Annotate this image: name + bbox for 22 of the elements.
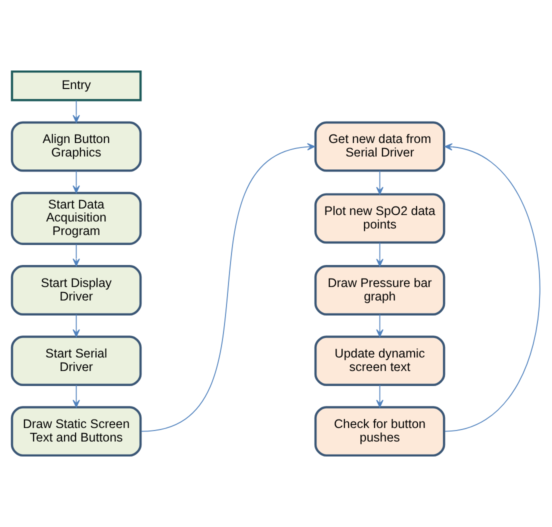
node-box: Start Data Acquisition Program: [10, 192, 142, 245]
node-box: Draw Static Screen Text and Buttons: [10, 406, 142, 457]
arrow: [72, 384, 80, 408]
arrow: [376, 170, 384, 195]
arrow: [72, 170, 80, 194]
node-box: Get new data from Serial Driver: [314, 121, 446, 172]
node-box: Entry: [10, 70, 142, 102]
node-box: Start Serial Driver: [10, 336, 142, 386]
arrow: [444, 143, 540, 432]
arrow: [72, 244, 80, 266]
node-box: Plot new SpO2 data points: [314, 193, 446, 244]
node-box: Draw Pressure bar graph: [314, 265, 446, 316]
arrow: [72, 100, 80, 123]
arrow: [376, 384, 384, 408]
arrow: [141, 143, 316, 432]
node-box: Align Button Graphics: [10, 121, 142, 172]
arrow: [376, 314, 384, 338]
arrow: [72, 314, 80, 338]
arrow: [376, 242, 384, 267]
node-box: Start Display Driver: [10, 265, 142, 316]
node-box: Check for button pushes: [314, 406, 446, 457]
node-box: Update dynamic screen text: [314, 336, 446, 386]
